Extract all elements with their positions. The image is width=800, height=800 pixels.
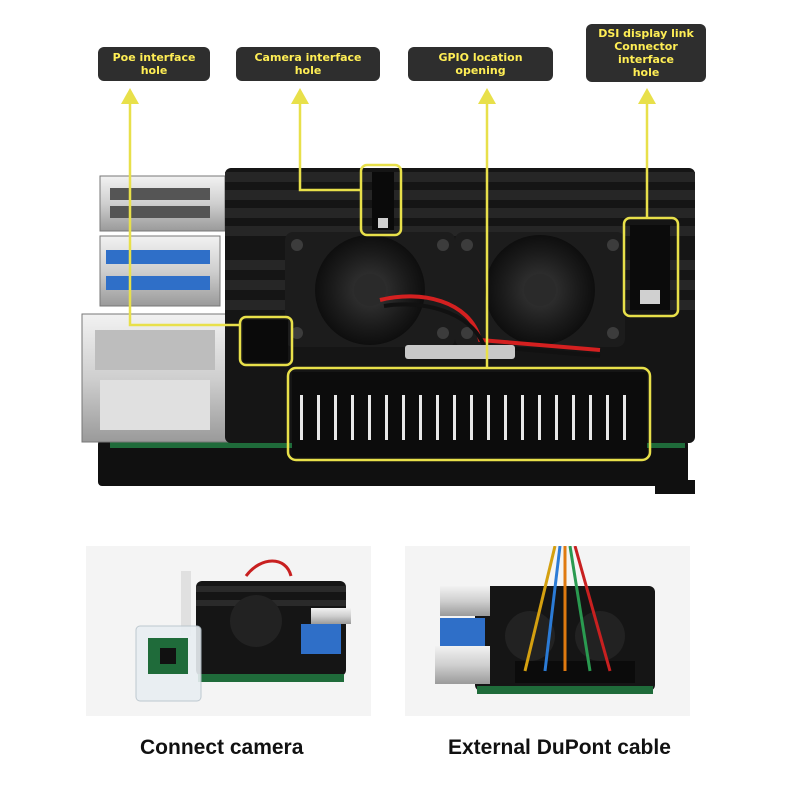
dsi-display-label: DSI display link Connector interface hol… bbox=[598, 27, 694, 79]
case-body bbox=[225, 168, 695, 457]
gpio-pin bbox=[572, 395, 575, 440]
connect-camera-caption: Connect camera bbox=[140, 736, 304, 759]
dupont-photo bbox=[405, 546, 690, 716]
gpio-pin bbox=[334, 395, 337, 440]
gpio-pin bbox=[487, 395, 490, 440]
camera-slot bbox=[372, 172, 394, 230]
gpio-pin bbox=[419, 395, 422, 440]
gpio-pin bbox=[555, 395, 558, 440]
gpio-pins bbox=[300, 395, 626, 440]
gpio-pin bbox=[436, 395, 439, 440]
gpio-pin bbox=[623, 395, 626, 440]
gpio-pin bbox=[385, 395, 388, 440]
gpio-pin bbox=[470, 395, 473, 440]
gpio-pin bbox=[351, 395, 354, 440]
camera-interface-label: Camera interface hole bbox=[254, 51, 362, 77]
gpio-location-label: GPIO location opening bbox=[438, 51, 523, 77]
gpio-pin bbox=[300, 395, 303, 440]
dupont-cable-caption: External DuPont cable bbox=[448, 736, 671, 759]
dsi-display-callout: DSI display link Connector interface hol… bbox=[586, 24, 706, 82]
ethernet-port bbox=[81, 313, 233, 443]
gpio-pin bbox=[368, 395, 371, 440]
gpio-pin bbox=[453, 395, 456, 440]
gpio-location-callout: GPIO location opening bbox=[408, 47, 553, 81]
gpio-pin bbox=[317, 395, 320, 440]
usb-ports bbox=[99, 175, 226, 307]
poe-interface-label: Poe interface hole bbox=[112, 51, 196, 77]
highlight-markers bbox=[128, 100, 680, 462]
product-photo bbox=[81, 88, 695, 494]
gpio-pin bbox=[538, 395, 541, 440]
gpio-pin bbox=[521, 395, 524, 440]
camera-photo bbox=[86, 546, 371, 716]
poe-interface-callout: Poe interface hole bbox=[98, 47, 210, 81]
gpio-pin bbox=[504, 395, 507, 440]
poe-hole bbox=[243, 320, 288, 362]
gpio-pin bbox=[402, 395, 405, 440]
gpio-pin bbox=[606, 395, 609, 440]
camera-interface-callout: Camera interface hole bbox=[236, 47, 380, 81]
gpio-pin bbox=[589, 395, 592, 440]
